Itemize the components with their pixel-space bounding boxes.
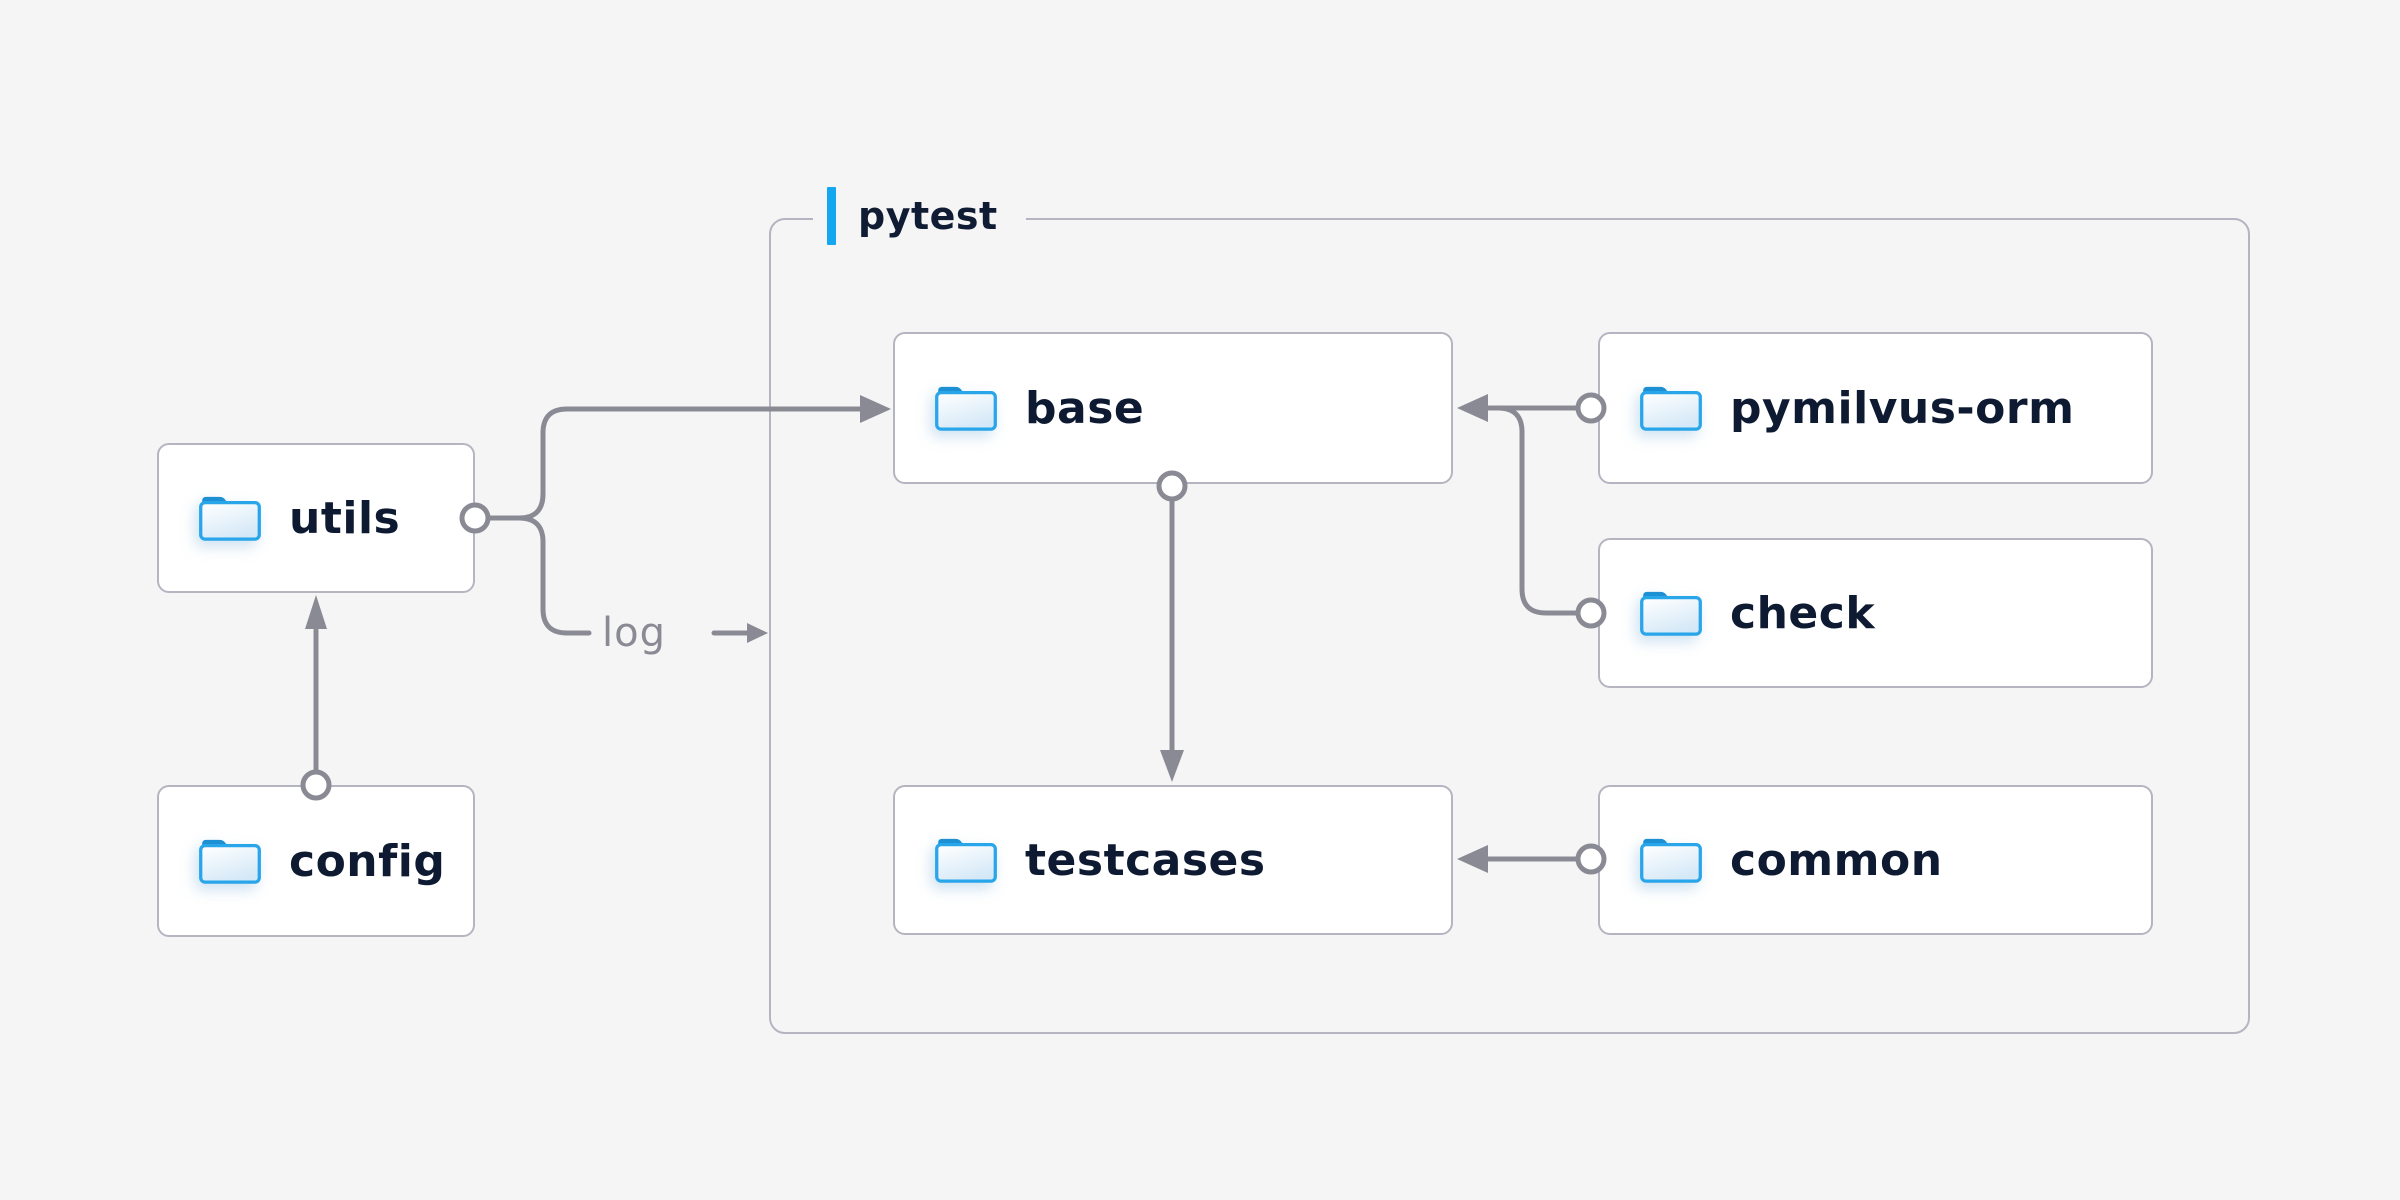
node-label: pymilvus-orm bbox=[1730, 382, 2075, 434]
folder-icon bbox=[1640, 591, 1702, 636]
node-config: config bbox=[157, 785, 475, 937]
node-common: common bbox=[1598, 785, 2153, 935]
node-label: testcases bbox=[1025, 834, 1266, 886]
folder-icon bbox=[199, 496, 261, 541]
node-label: common bbox=[1730, 834, 1943, 886]
node-base: base bbox=[893, 332, 1453, 484]
pytest-label: pytest bbox=[813, 184, 1026, 248]
node-label: utils bbox=[289, 492, 401, 544]
edge-label-log: log bbox=[602, 610, 666, 656]
folder-icon bbox=[199, 839, 261, 884]
node-testcases: testcases bbox=[893, 785, 1453, 935]
pytest-label-text: pytest bbox=[858, 194, 998, 238]
arrowhead-log bbox=[747, 623, 768, 643]
folder-icon bbox=[1640, 838, 1702, 883]
folder-icon bbox=[935, 838, 997, 883]
pytest-container bbox=[769, 218, 2250, 1034]
folder-icon bbox=[935, 386, 997, 431]
edge-utils-log bbox=[485, 515, 592, 636]
node-label: base bbox=[1025, 382, 1145, 434]
arrowhead-config-utils bbox=[305, 595, 327, 629]
node-label: config bbox=[289, 835, 446, 887]
node-check: check bbox=[1598, 538, 2153, 688]
node-pymilvus-orm: pymilvus-orm bbox=[1598, 332, 2153, 484]
node-utils: utils bbox=[157, 443, 475, 593]
pytest-accent-bar bbox=[827, 187, 836, 245]
folder-icon bbox=[1640, 386, 1702, 431]
node-label: check bbox=[1730, 587, 1876, 639]
